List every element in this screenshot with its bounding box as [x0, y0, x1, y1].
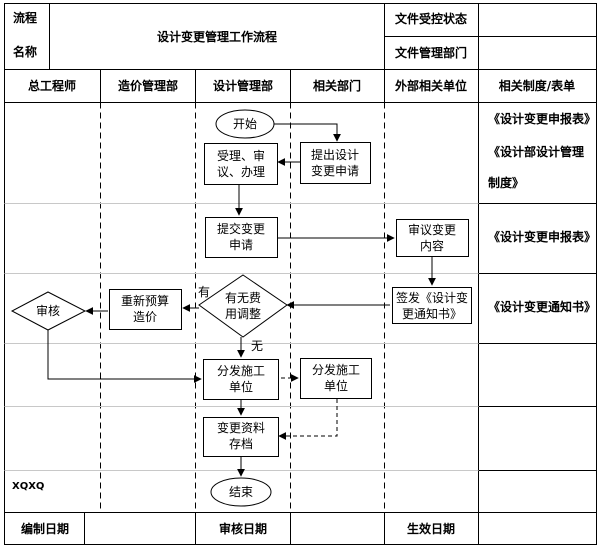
lane-header-design-dept: 设计管理部 — [213, 78, 273, 93]
node-start-label: 开始 — [233, 117, 257, 131]
node-submit-line2: 申请 — [229, 238, 253, 252]
connectors — [47, 123, 436, 477]
node-rebudget-line2: 造价 — [133, 310, 157, 324]
footer-review-date: 审核日期 — [219, 521, 267, 536]
node-accept: 受理、审 议、办理 — [204, 143, 278, 185]
lane-header-external-units: 外部相关单位 — [395, 78, 467, 93]
status-label: 文件受控状态 — [395, 11, 467, 26]
form-row2: 《设计变更申报表》 — [488, 229, 596, 244]
node-decision: 有无费 用调整 — [198, 274, 288, 338]
lane-header-forms: 相关制度/表单 — [499, 78, 575, 93]
lane-header-related-dept: 相关部门 — [313, 78, 361, 93]
table-frame — [4, 3, 597, 545]
dept-label: 文件管理部门 — [395, 45, 467, 60]
node-distribute-design: 分发施工 单位 — [203, 359, 279, 400]
node-archive-line1: 变更资料 — [217, 420, 265, 435]
node-review-line1: 审议变更 — [408, 222, 456, 237]
edge-label-no: 无 — [251, 339, 263, 353]
node-rebudget-line1: 重新预算 — [121, 293, 169, 308]
edge-related-to-archive — [278, 399, 338, 440]
node-dist-design-line1: 分发施工 — [217, 363, 265, 378]
form-row1-line2: 《设计部设计管理 — [488, 144, 584, 159]
lane-header-cost-dept: 造价管理部 — [118, 78, 178, 93]
node-submit-line1: 提交变更 — [217, 221, 265, 236]
node-archive-line2: 存档 — [229, 437, 253, 451]
node-propose-line2: 变更申请 — [311, 163, 359, 178]
side-note: XQXQ — [12, 481, 44, 492]
node-review-line2: 内容 — [420, 238, 444, 253]
form-row1-line3: 制度》 — [488, 175, 524, 190]
node-sign-line2: 更通知书》 — [402, 307, 462, 321]
edge-label-yes: 有 — [198, 285, 210, 299]
node-accept-line2: 议、办理 — [217, 164, 265, 179]
node-audit: 审核 — [10, 291, 87, 331]
process-label-line2: 名称 — [13, 44, 37, 59]
node-dist-related-line1: 分发施工 — [312, 362, 360, 377]
node-accept-line1: 受理、审 — [217, 148, 265, 163]
process-title: 设计变更管理工作流程 — [157, 29, 277, 44]
node-sign-notice: 签发《设计变 更通知书》 — [392, 287, 472, 324]
node-archive: 变更资料 存档 — [203, 417, 279, 457]
node-decision-line2: 用调整 — [225, 306, 261, 321]
node-start: 开始 — [215, 109, 275, 139]
node-dist-design-line2: 单位 — [229, 379, 253, 394]
form-row1-line1: 《设计变更申报表》 — [488, 111, 596, 126]
lane-header-chief-engineer: 总工程师 — [28, 78, 76, 93]
dashed-connectors — [278, 374, 338, 440]
node-dist-related-line2: 单位 — [324, 378, 348, 393]
node-propose-line1: 提出设计 — [311, 147, 359, 162]
process-label-line1: 流程 — [13, 10, 37, 25]
form-row3: 《设计变更通知书》 — [488, 299, 596, 314]
node-propose: 提出设计 变更申请 — [300, 142, 371, 184]
node-rebudget: 重新预算 造价 — [109, 289, 182, 330]
node-sign-line1: 签发《设计变 — [396, 290, 468, 305]
node-end: 结束 — [210, 477, 272, 507]
node-end-label: 结束 — [229, 485, 253, 499]
node-audit-label: 审核 — [36, 303, 60, 318]
node-submit: 提交变更 申请 — [205, 217, 278, 258]
edge-start-to-propose — [274, 123, 341, 142]
node-decision-line1: 有无费 — [225, 291, 261, 305]
edge-audit-to-distribute — [47, 329, 202, 383]
footer-compiled-date: 编制日期 — [20, 521, 69, 536]
footer-effective-date: 生效日期 — [407, 521, 455, 536]
node-review-external: 审议变更 内容 — [396, 219, 469, 257]
node-distribute-related: 分发施工 单位 — [300, 358, 372, 399]
